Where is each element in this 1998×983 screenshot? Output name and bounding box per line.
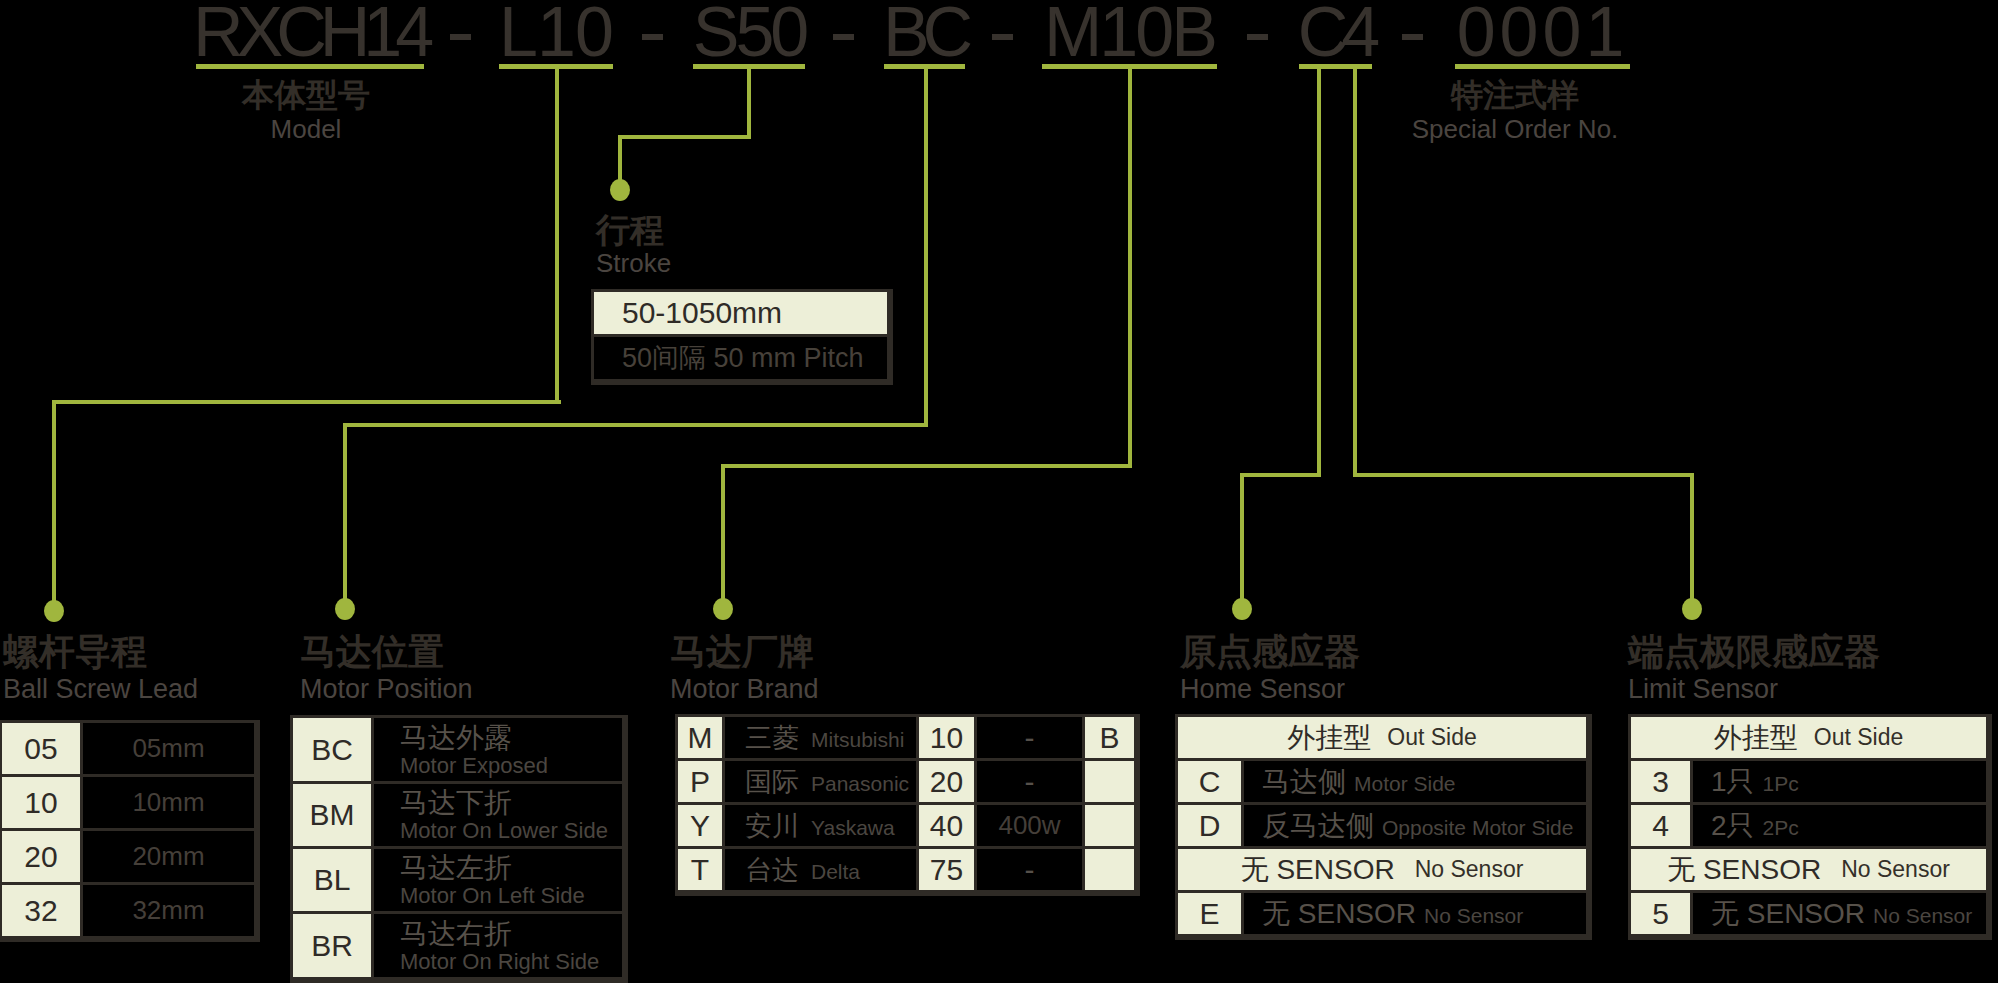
home-sensor-table-desc-cell: 反马达侧Opposite Motor Side [1244,805,1586,846]
lead-code-cell: 10 [2,777,80,828]
lead-code: 32 [24,894,57,928]
connector-motor-position-line [924,69,928,427]
connector-limit-sensor-line [1353,473,1694,477]
lead-value-cell: 32mm [83,885,254,936]
connector-dot-ball-screw [44,600,64,622]
connector-stroke-line [618,135,622,180]
home-sensor-label-cn: 原点感应器 [1180,632,1360,672]
limit-sensor-table-code-cell: 3 [1631,761,1690,802]
motor-position-code-cell: BL [293,849,371,911]
connector-lead-line [52,400,561,404]
limit-sensor-table-desc-en: No Sensor [1873,904,1972,927]
limit-sensor-table-desc: 2只2Pc [1711,807,1799,845]
home-sensor-table-full-en: Out Side [1387,724,1477,751]
wattage-value: - [1025,721,1035,755]
lead-value: 05mm [132,733,204,764]
limit-sensor-table-full-cell: 外挂型Out Side [1631,717,1986,758]
wattage-code: 40 [930,809,963,843]
motor-position-code: BR [311,929,353,963]
motor-brand-name-cn: 国际 [745,767,799,797]
motor-position-desc-cn: 马达右折 [400,918,512,949]
special-order-code-segment: 0001 [1455,0,1630,69]
wattage-value: - [1025,853,1035,887]
lead-value: 20mm [132,841,204,872]
stroke-code-segment: S50 [693,0,805,69]
title-separator [992,34,1013,40]
motor-position-desc-en: Motor Exposed [400,753,548,778]
motor-position-label: 马达位置 Motor Position [300,632,473,704]
wattage-code: 20 [930,765,963,799]
stroke-range-cell: 50-1050mm [594,292,887,334]
home-sensor-table-desc: 马达侧Motor Side [1262,763,1456,801]
home-sensor-table-code: D [1199,809,1221,843]
stroke-pitch-cell: 50间隔 50 mm Pitch [594,337,887,379]
connector-motor-brand-line [721,464,1132,468]
motor-brand-code: Y [690,809,710,843]
motor-brand-code-cell: T [678,849,722,890]
motor-position-code: BM [310,798,355,832]
motor-brand-label-en: Motor Brand [670,674,819,704]
home-sensor-table-full-cell: 无 SENSORNo Sensor [1178,849,1586,890]
motor-position-code: BL [314,863,351,897]
home-sensor-table-desc-en: No Sensor [1424,904,1523,927]
wattage-code: 10 [930,721,963,755]
connector-dot-motor-brand [713,598,733,620]
sensor-code-segment: C4 [1299,0,1372,69]
connector-lead-line [52,400,56,602]
stroke-label-en: Stroke [596,248,671,278]
motor-position-desc-en: Motor On Lower Side [400,818,608,843]
connector-home-sensor-line [1240,473,1244,600]
motor-brand-code: P [690,765,710,799]
home-sensor-table-full-cell: 外挂型Out Side [1178,717,1586,758]
home-sensor-table-code-cell: D [1178,805,1241,846]
connector-motor-position-line [343,423,928,427]
motor-brand-name-cell: 三菱Mitsubishi [725,717,916,758]
lead-code: 10 [24,786,57,820]
limit-sensor-label-cn: 端点极限感应器 [1628,632,1880,672]
motor-brand-name-cell: 台达 Delta [725,849,916,890]
model-label-en: Model [196,114,416,144]
motor-brand-name-cell: 国际 Panasonic [725,761,916,802]
motor-position-code-cell: BR [293,914,371,977]
motor-position-desc-cn: 马达左折 [400,852,512,883]
motor-brand-name-cell: 安川Yaskawa [725,805,916,846]
limit-sensor-table-desc-cell: 1只 1Pc [1693,761,1986,802]
stroke-pitch-value: 50间隔 50 mm Pitch [622,340,864,376]
limit-sensor-table-desc: 无 SENSORNo Sensor [1711,895,1972,933]
connector-home-sensor-line [1240,473,1321,477]
home-sensor-table-desc-cell: 马达侧Motor Side [1244,761,1586,802]
stroke-label: 行程 Stroke [596,212,671,278]
limit-sensor-table-desc-en: 2Pc [1763,816,1799,839]
limit-sensor-table-code-cell: 4 [1631,805,1690,846]
limit-sensor-table-code: 5 [1652,897,1669,931]
motor-brand-name-en: Mitsubishi [811,728,904,751]
motor-brand-name-cn: 台达 [745,855,799,885]
motor-position-code-cell: BM [293,784,371,846]
wattage-cell: - [977,849,1082,890]
motor-brand-name-en: Delta [811,860,860,883]
wattage-cell: - [977,717,1082,758]
home-sensor-table-desc-cn: 反马达侧 [1262,810,1374,841]
stroke-range-value: 50-1050mm [622,296,782,330]
motor-brand-code-cell: P [678,761,722,802]
connector-dot-stroke [610,179,630,201]
home-sensor-table-desc-cn: 无 SENSOR [1262,898,1416,929]
limit-sensor-label: 端点极限感应器 Limit Sensor [1628,632,1880,704]
motor-position-table: BC马达外露Motor ExposedBM马达下折Motor On Lower … [290,715,628,983]
motor-brand-table: M三菱Mitsubishi10-BP国际Panasonic20-Y安川Yaska… [675,714,1140,896]
motor-position-label-cn: 马达位置 [300,632,473,672]
limit-sensor-table: 外挂型Out Side3 1只 1Pc 4 2只2Pc 无 SENSORNo Sensor… [1628,714,1992,940]
limit-sensor-table-desc-en: 1Pc [1763,772,1799,795]
limit-sensor-table-desc-cn: 1只 [1711,766,1755,797]
lead-code-cell: 32 [2,885,80,936]
connector-stroke-line [618,135,751,139]
connector-motor-position-line [343,423,347,600]
motor-brand-name: 三菱Mitsubishi [745,720,904,756]
motor-brand-label-cn: 马达厂牌 [670,632,819,672]
suffix-code: B [1099,721,1119,755]
limit-sensor-table-desc-cell: 2只2Pc [1693,805,1986,846]
motor-brand-name-en: Panasonic [811,772,909,795]
title-separator [450,34,471,40]
connector-limit-sensor-line [1353,69,1357,477]
